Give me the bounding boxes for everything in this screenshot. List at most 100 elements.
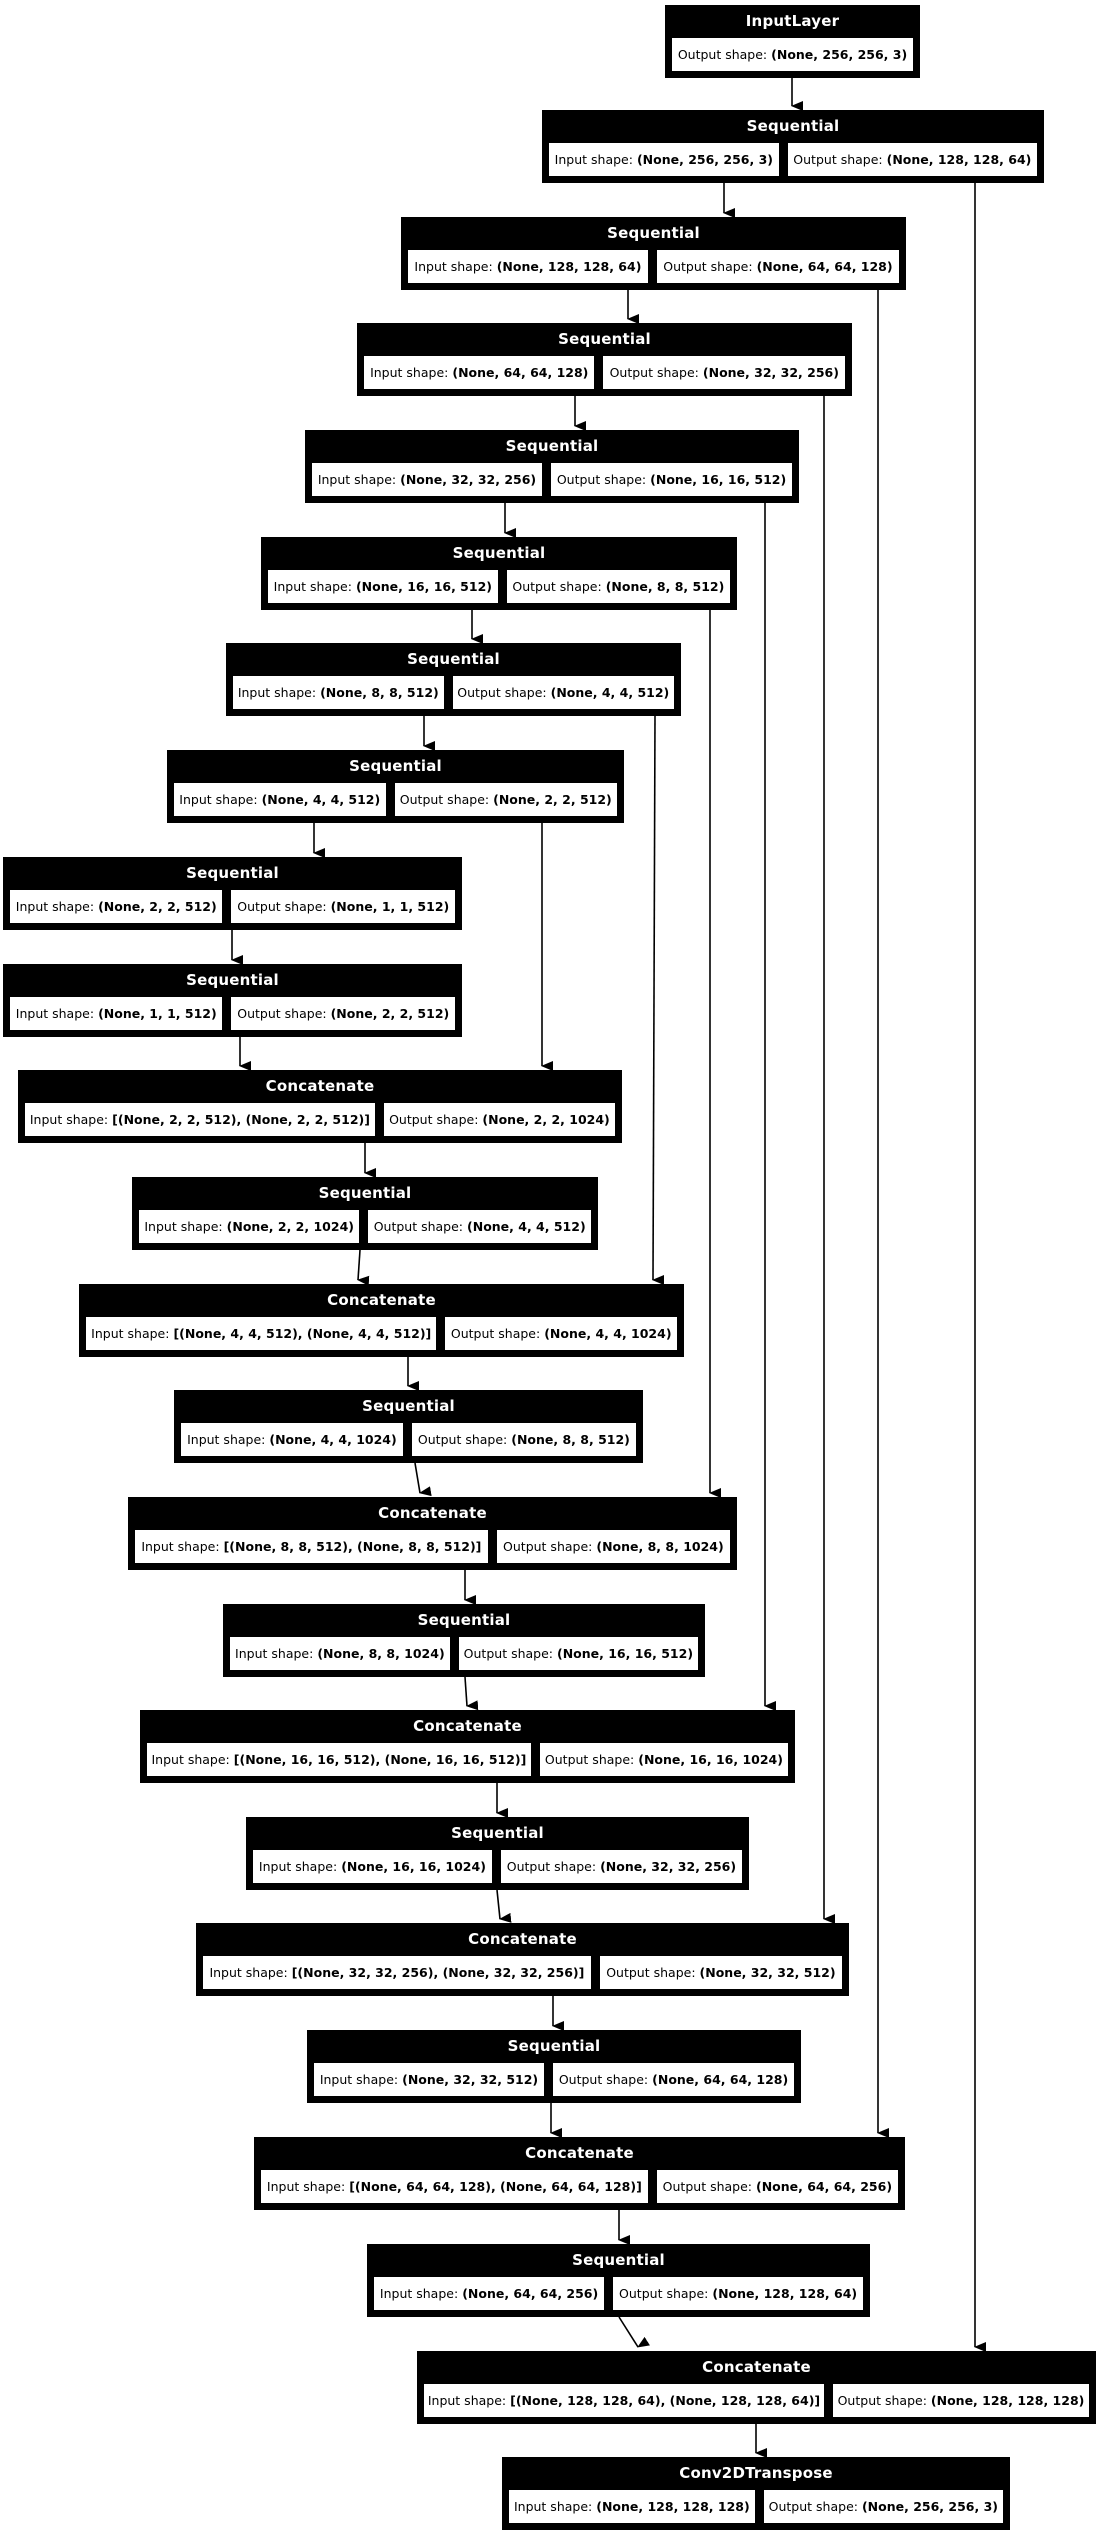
- input-shape-value: (None, 2, 2, 512): [98, 898, 217, 914]
- output-shape-cell: Output shape:(None, 16, 16, 1024): [537, 1740, 790, 1778]
- output-shape-value: (None, 64, 64, 128): [652, 2071, 789, 2087]
- input-shape-label: Input shape:: [151, 1751, 230, 1767]
- output-shape-label: Output shape:: [463, 1645, 553, 1661]
- output-shape-label: Output shape:: [662, 2178, 752, 2194]
- input-shape-cell: Input shape:(None, 4, 4, 512): [172, 780, 388, 818]
- node-title: Concatenate: [327, 1291, 436, 1309]
- node-sequential-8: Sequential Input shape:(None, 2, 2, 512)…: [3, 857, 462, 930]
- output-shape-value: (None, 32, 32, 256): [600, 1858, 737, 1874]
- output-shape-label: Output shape:: [457, 684, 547, 700]
- input-shape-cell: Input shape:(None, 128, 128, 128): [507, 2487, 757, 2525]
- input-shape-label: Input shape:: [513, 2498, 593, 2514]
- output-shape-value: (None, 256, 256, 3): [861, 2498, 999, 2514]
- node-title: Concatenate: [378, 1504, 487, 1522]
- input-shape-label: Input shape:: [91, 1325, 170, 1341]
- input-shape-label: Input shape:: [179, 791, 258, 807]
- edge-seq12-to-concat4: [464, 1676, 479, 1711]
- output-shape-cell: Output shape:(None, 2, 2, 512): [229, 994, 457, 1032]
- output-shape-cell: Output shape:(None, 16, 16, 512): [456, 1634, 700, 1672]
- input-shape-value: [(None, 32, 32, 256), (None, 32, 32, 256…: [291, 1964, 585, 1980]
- node-sequential-7: Sequential Input shape:(None, 4, 4, 512)…: [167, 750, 624, 823]
- node-title: Sequential: [417, 1611, 511, 1629]
- input-shape-cell: Input shape:(None, 4, 4, 1024): [179, 1420, 405, 1458]
- output-shape-label: Output shape:: [619, 2285, 709, 2301]
- node-sequential-12: Sequential Input shape:(None, 8, 8, 1024…: [223, 1604, 705, 1677]
- output-shape-label: Output shape:: [606, 1964, 696, 1980]
- output-shape-value: (None, 4, 4, 1024): [544, 1325, 672, 1341]
- output-shape-label: Output shape:: [237, 1005, 327, 1021]
- node-conv2dtranspose: Conv2DTranspose Input shape:(None, 128, …: [502, 2457, 1010, 2530]
- node-title: Conv2DTranspose: [679, 2464, 833, 2482]
- input-shape-value: [(None, 2, 2, 512), (None, 2, 2, 512)]: [112, 1111, 370, 1127]
- input-shape-cell: Input shape:[(None, 128, 128, 64), (None…: [422, 2381, 826, 2419]
- output-shape-value: (None, 4, 4, 512): [550, 684, 670, 700]
- node-title: Sequential: [407, 650, 500, 668]
- output-shape-value: (None, 4, 4, 512): [467, 1218, 586, 1234]
- node-sequential-11: Sequential Input shape:(None, 4, 4, 1024…: [174, 1390, 643, 1463]
- output-shape-label: Output shape:: [677, 46, 768, 62]
- node-sequential-5: Sequential Input shape:(None, 16, 16, 51…: [261, 537, 737, 610]
- input-shape-cell: Input shape:(None, 1, 1, 512): [8, 994, 225, 1032]
- output-shape-value: (None, 128, 128, 64): [712, 2285, 858, 2301]
- input-shape-value: (None, 16, 16, 512): [355, 578, 492, 594]
- node-input-layer: InputLayer Output shape:(None, 256, 256,…: [665, 5, 920, 78]
- node-title: Sequential: [572, 2251, 665, 2269]
- output-shape-cell: Output shape:(None, 128, 128, 128): [830, 2381, 1091, 2419]
- node-sequential-4: Sequential Input shape:(None, 32, 32, 25…: [305, 430, 799, 503]
- output-shape-label: Output shape:: [544, 1751, 635, 1767]
- output-shape-value: (None, 128, 128, 128): [930, 2392, 1085, 2408]
- output-shape-value: (None, 16, 16, 1024): [638, 1751, 783, 1767]
- output-shape-label: Output shape:: [609, 364, 699, 380]
- output-shape-cell: Output shape:(None, 2, 2, 1024): [381, 1100, 617, 1138]
- input-shape-label: Input shape:: [209, 1964, 288, 1980]
- output-shape-cell: Output shape:(None, 8, 8, 1024): [494, 1527, 733, 1565]
- output-shape-cell: Output shape:(None, 16, 16, 512): [548, 460, 794, 498]
- node-sequential-2: Sequential Input shape:(None, 128, 128, …: [401, 217, 906, 290]
- node-title: Concatenate: [702, 2358, 811, 2376]
- input-shape-cell: Input shape:[(None, 8, 8, 512), (None, 8…: [133, 1527, 490, 1565]
- input-shape-cell: Input shape:[(None, 32, 32, 256), (None,…: [201, 1953, 593, 1991]
- input-shape-label: Input shape:: [235, 1645, 314, 1661]
- output-shape-label: Output shape:: [399, 791, 490, 807]
- input-shape-label: Input shape:: [379, 2285, 459, 2301]
- output-shape-cell: Output shape:(None, 8, 8, 512): [504, 567, 732, 605]
- output-shape-cell: Output shape:(None, 64, 64, 256): [654, 2167, 900, 2205]
- node-sequential-6: Sequential Input shape:(None, 8, 8, 512)…: [226, 643, 681, 716]
- output-shape-label: Output shape:: [373, 1218, 464, 1234]
- input-shape-value: (None, 2, 2, 1024): [226, 1218, 354, 1234]
- input-shape-value: [(None, 4, 4, 512), (None, 4, 4, 512)]: [173, 1325, 432, 1341]
- input-shape-cell: Input shape:(None, 16, 16, 1024): [251, 1847, 494, 1885]
- output-shape-label: Output shape:: [837, 2392, 927, 2408]
- output-shape-value: (None, 16, 16, 512): [557, 1645, 694, 1661]
- node-sequential-10: Sequential Input shape:(None, 2, 2, 1024…: [132, 1177, 598, 1250]
- output-shape-value: (None, 2, 2, 512): [330, 1005, 450, 1021]
- output-shape-label: Output shape:: [512, 578, 602, 594]
- input-shape-value: (None, 64, 64, 256): [462, 2285, 599, 2301]
- input-shape-value: (None, 8, 8, 512): [320, 684, 439, 700]
- input-shape-value: (None, 16, 16, 1024): [341, 1858, 486, 1874]
- input-shape-label: Input shape:: [15, 898, 95, 914]
- input-shape-value: (None, 32, 32, 256): [400, 471, 537, 487]
- node-concatenate-3: Concatenate Input shape:[(None, 8, 8, 51…: [128, 1497, 737, 1570]
- node-title: Concatenate: [265, 1077, 375, 1095]
- input-shape-value: (None, 128, 128, 128): [596, 2498, 750, 2514]
- node-title: Sequential: [452, 544, 546, 562]
- input-shape-label: Input shape:: [554, 151, 633, 167]
- output-shape-cell: Output shape:(None, 256, 256, 3): [670, 35, 915, 73]
- input-shape-label: Input shape:: [427, 2392, 507, 2408]
- node-title: Sequential: [186, 864, 279, 882]
- input-shape-cell: Input shape:[(None, 4, 4, 512), (None, 4…: [84, 1314, 439, 1352]
- node-title: Sequential: [746, 117, 840, 135]
- node-title: InputLayer: [745, 12, 840, 30]
- node-title: Concatenate: [413, 1717, 522, 1735]
- output-shape-cell: Output shape:(None, 8, 8, 512): [409, 1420, 638, 1458]
- input-shape-cell: Input shape:(None, 2, 2, 512): [8, 887, 225, 925]
- output-shape-cell: Output shape:(None, 64, 64, 128): [654, 247, 902, 285]
- output-shape-cell: Output shape:(None, 32, 32, 512): [597, 1953, 845, 1991]
- output-shape-label: Output shape:: [793, 151, 883, 167]
- node-title: Sequential: [507, 2037, 601, 2055]
- input-shape-value: (None, 8, 8, 1024): [317, 1645, 445, 1661]
- output-shape-label: Output shape:: [556, 471, 647, 487]
- node-sequential-9: Sequential Input shape:(None, 1, 1, 512)…: [3, 964, 462, 1037]
